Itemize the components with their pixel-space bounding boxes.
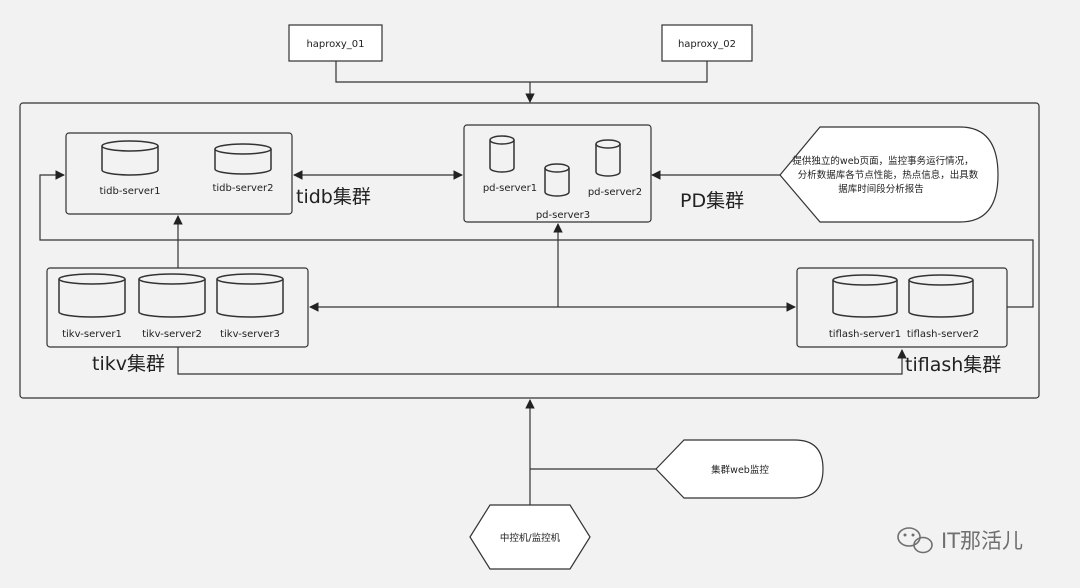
- tidb-cluster: tidb-server1 tidb-server2: [65, 132, 293, 215]
- database-icon: [58, 273, 126, 318]
- tiflash-cluster: tiflash-server1 tiflash-server2: [796, 267, 1008, 348]
- cluster-frame: [19, 102, 1040, 399]
- web-monitor-node: 集群web监控: [655, 439, 824, 499]
- tikv-to-tiflash-loop: [177, 347, 907, 375]
- haproxy-connector: [335, 61, 708, 83]
- tidb-cluster-label: tidb集群: [296, 186, 371, 208]
- control-machine-node: 中控机/监控机: [469, 504, 591, 570]
- pd-server-label: pd-server2: [588, 187, 642, 198]
- watermark: IT那活儿: [897, 527, 1023, 554]
- database-icon: [101, 140, 159, 176]
- tikv-server-label: tikv-server1: [62, 329, 122, 340]
- tidb-server-label: tidb-server2: [212, 183, 273, 194]
- pd-note-line: 提供独立的web页面，监控事务运行情况，: [792, 155, 973, 167]
- pd-note-line: 据库时间段分析报告: [838, 183, 924, 195]
- database-icon: [595, 139, 621, 177]
- haproxy-01-node: haproxy_01: [288, 24, 383, 62]
- tikv-server-label: tikv-server3: [220, 329, 280, 340]
- pd-note-line: 分析数据库各节点性能，热点信息，出具数: [798, 169, 979, 181]
- tikv-cluster: tikv-server1 tikv-server2 tikv-server3: [46, 267, 309, 348]
- database-icon: [214, 143, 272, 175]
- pd-cluster: pd-server1 pd-server2 pd-server3: [463, 124, 652, 223]
- haproxy-02-label: haproxy_02: [678, 39, 736, 50]
- tikv-server-label: tikv-server2: [142, 329, 202, 340]
- tiflash-server-label: tiflash-server1: [829, 329, 901, 340]
- haproxy-01-label: haproxy_01: [306, 39, 364, 50]
- web-monitor-label: 集群web监控: [711, 464, 769, 476]
- tikv-cluster-label: tikv集群: [92, 353, 165, 375]
- database-icon: [216, 273, 284, 318]
- pd-monitor-note: 提供独立的web页面，监控事务运行情况， 分析数据库各节点性能，热点信息，出具数…: [779, 126, 999, 223]
- tiflash-cluster-label: tiflash集群: [905, 354, 1001, 376]
- control-machine-label: 中控机/监控机: [500, 532, 561, 544]
- database-icon: [832, 274, 898, 318]
- wechat-icon: [897, 527, 933, 554]
- tidb-server-label: tidb-server1: [99, 186, 160, 197]
- database-icon: [908, 274, 974, 318]
- database-icon: [489, 135, 515, 173]
- pd-server-label: pd-server1: [483, 183, 537, 194]
- database-icon: [138, 273, 206, 318]
- pd-cluster-label: PD集群: [680, 190, 744, 212]
- database-icon: [544, 163, 570, 197]
- pd-server-label: pd-server3: [536, 210, 590, 221]
- tiflash-server-label: tiflash-server2: [907, 329, 979, 340]
- watermark-text: IT那活儿: [941, 529, 1023, 553]
- haproxy-02-node: haproxy_02: [661, 24, 753, 62]
- tiflash-to-tidb-loop: [39, 170, 1034, 308]
